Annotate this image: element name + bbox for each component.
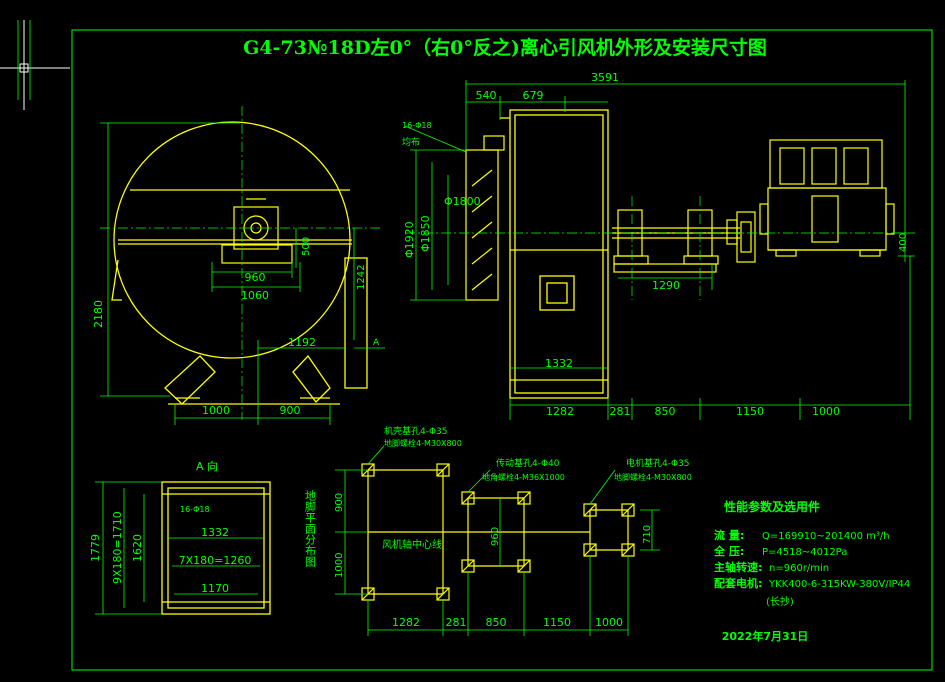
casing-bolt-note: 地脚螺栓4-M30X800 [384,438,462,448]
bearing-housing [221,198,293,264]
dim-1192: 1192 [288,336,316,349]
dim-1000-side: 1000 [202,404,230,417]
note-holes-16: 16-Φ18 [402,121,432,130]
fdim-bottom-1282: 1282 [392,616,420,629]
fdim-bottom-850: 850 [486,616,507,629]
speed-label: 主轴转速: [714,560,762,574]
params-heading: 性能参数及选用件 [723,499,820,514]
side-centerlines [100,106,380,420]
dim-2180: 2180 [92,300,105,328]
base-feet [164,354,340,405]
dim-1060: 1060 [241,289,269,302]
side-view: 960 1060 500 1242 2180 1192 1000 900 A [92,106,385,425]
dim-540: 540 [476,89,497,102]
motor-hole-note: 电机基孔4-Φ35 [626,457,690,469]
motor [759,139,895,257]
dim-1000-front: 1000 [812,405,840,418]
dim-281-front: 281 [610,405,631,418]
drive-bolt-note: 地角螺栓4-M36X1000 [482,472,565,482]
fdim-bottom-281: 281 [446,616,467,629]
a-view-note: 16-Φ18 [180,505,210,514]
bearing-assemblies [612,209,740,273]
dim-phi1920: Φ1920 [403,221,416,258]
drawing-date: 2022年7月31日 [722,629,809,643]
dim-1242: 1242 [356,265,367,290]
dim-679: 679 [523,89,544,102]
dim-3591: 3591 [591,71,619,84]
fan-housing [500,109,609,399]
dim-1150-front: 1150 [736,405,764,418]
motor-label: 配套电机: [714,576,762,590]
front-view: 3591 540 679 16-Φ18 均布 Φ1920 Φ1800 Φ1850… [402,71,915,420]
motor-note: (长抄) [766,595,794,608]
side-dimensions [100,122,385,425]
a-view: A 向 16-Φ18 1332 7X180=1260 1170 1779 9X1… [89,459,271,615]
dim-1290: 1290 [652,279,680,292]
pressure-label: 全 压: [713,544,744,558]
fan-center-line-label: 风机轴中心线 [382,538,442,551]
a-dim-1170: 1170 [201,582,229,595]
foundation-side-label: 地脚平面分布图 [304,490,317,568]
fdim-710: 710 [642,525,653,544]
dim-phi1850: Φ1850 [419,215,432,252]
drive-hole-note: 传动基孔4-Φ40 [496,457,560,469]
casing-hole-note: 机壳基孔4-Φ35 [384,425,448,437]
flow-value: Q=169910~201400 m³/h [762,531,890,542]
a-dim-1620: 1620 [131,534,144,562]
pressure-value: P=4518~4012Pa [762,547,847,558]
fdim-bottom-1150: 1150 [543,616,571,629]
dim-400: 400 [898,233,909,252]
cursor-guide-lines [17,20,31,100]
a-dim-1332: 1332 [201,526,229,539]
anchor-holes [361,463,635,601]
fdim-bottom-1000: 1000 [595,616,623,629]
cursor-crosshair-icon[interactable] [0,20,70,110]
dim-850-front: 850 [655,405,676,418]
a-view-label: A 向 [196,459,218,473]
dim-960: 960 [245,271,266,284]
a-dim-9x180: 9X180=1710 [111,511,124,584]
volute-casing [111,121,368,389]
dim-500: 500 [301,237,312,256]
front-dimensions [404,80,915,420]
a-dim-1779: 1779 [89,534,102,562]
performance-parameters: 性能参数及选用件 流 量: Q=169910~201400 m³/h 全 压: … [713,499,910,608]
foundation-frame-lines [367,469,629,595]
drawing-title: G4-73№18D左0°（右0°反之)离心引风机外形及安装尺寸图 [243,36,767,59]
front-centerlines [405,196,905,300]
section-mark-a: A [373,338,380,348]
speed-value: n=960r/min [769,563,829,574]
fdim-1000: 1000 [334,553,345,578]
flow-label: 流 量: [714,528,744,542]
dim-1282-front: 1282 [546,405,574,418]
a-dim-7x180: 7X180=1260 [179,554,252,567]
fdim-900: 900 [334,493,345,512]
coupling [726,211,756,263]
note-even-spacing: 均布 [402,136,420,148]
dim-1332-front: 1332 [545,357,573,370]
drawing-frame [71,29,933,671]
motor-bolt-note: 地脚螺栓4-M30X800 [614,472,692,482]
dim-900-side: 900 [280,404,301,417]
a-view-flange [161,481,271,615]
inlet-box [465,135,505,301]
motor-value: YKK400-6-315KW-380V/IP44 [768,579,910,590]
foundation-plan: 地脚平面分布图 [304,425,692,636]
a-view-dimensions [95,481,264,615]
foundation-dimensions [335,445,660,636]
fdim-960: 960 [490,527,501,546]
dim-phi1800: Φ1800 [444,195,481,208]
